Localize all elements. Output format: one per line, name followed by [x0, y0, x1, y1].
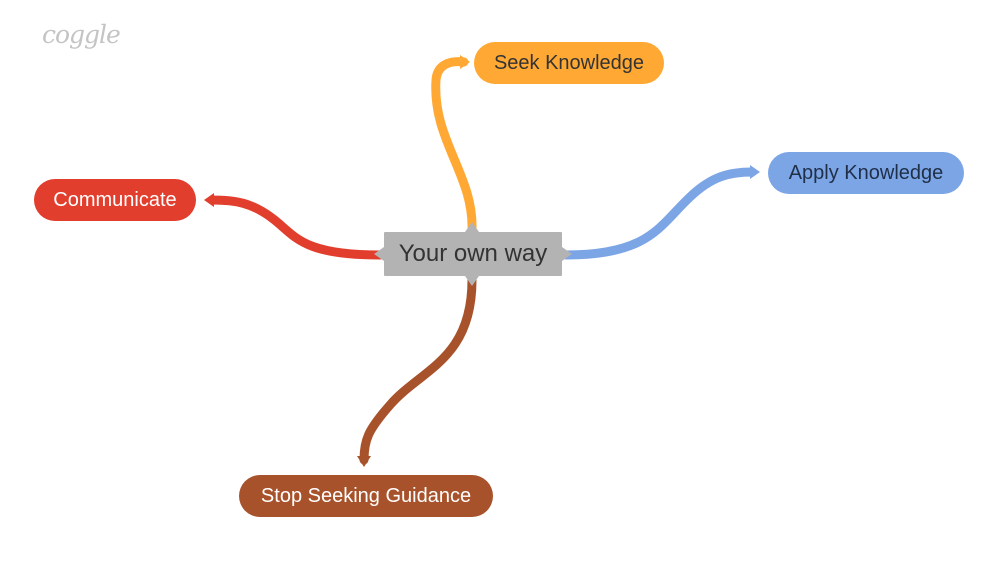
- node-stop-seeking-guidance[interactable]: Stop Seeking Guidance: [239, 475, 493, 517]
- node-seek-knowledge[interactable]: Seek Knowledge: [474, 42, 664, 84]
- node-label: Seek Knowledge: [493, 51, 645, 74]
- branch-arrow-stop-seeking-guidance: [357, 456, 371, 467]
- branch-line-apply-knowledge: [561, 167, 757, 260]
- branch-line-communicate: [207, 195, 385, 260]
- center-notch-bottom: [465, 276, 479, 286]
- center-notch-top: [465, 222, 479, 232]
- node-apply-knowledge[interactable]: Apply Knowledge: [768, 152, 964, 194]
- branch-arrow-communicate: [204, 193, 214, 207]
- central-node-label: Your own way: [398, 240, 548, 267]
- node-communicate[interactable]: Communicate: [34, 179, 196, 221]
- central-node[interactable]: Your own way: [384, 232, 562, 276]
- branch-line-stop-seeking-guidance: [359, 275, 477, 465]
- branch-arrow-seek-knowledge: [460, 55, 470, 69]
- branch-arrow-apply-knowledge: [750, 165, 760, 179]
- node-label: Stop Seeking Guidance: [260, 484, 472, 507]
- node-label: Apply Knowledge: [788, 161, 944, 184]
- branch-line-seek-knowledge: [431, 57, 477, 235]
- center-notch-left: [374, 247, 384, 261]
- node-label: Communicate: [53, 188, 177, 211]
- coggle-logo: coggle: [42, 20, 121, 49]
- center-notch-right: [562, 247, 572, 261]
